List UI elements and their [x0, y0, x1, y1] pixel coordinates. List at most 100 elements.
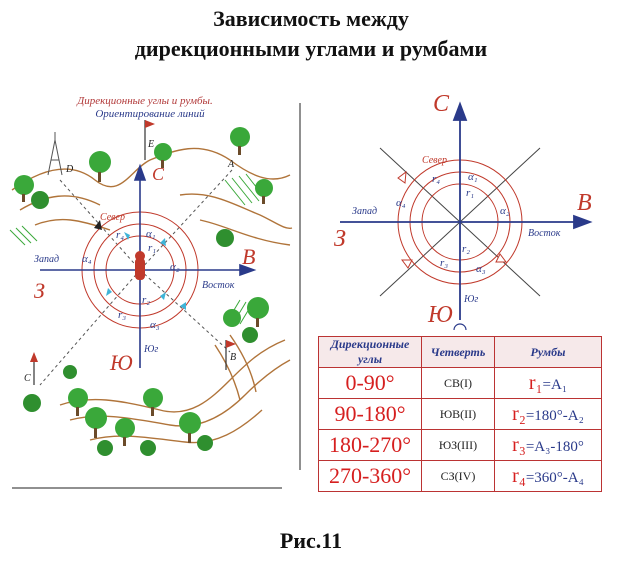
- right-angle-a3: α₃: [476, 263, 486, 275]
- tree: [197, 435, 213, 451]
- cell-rumb: r₃=А₃-180°: [494, 429, 602, 461]
- right-big-v: В: [577, 190, 592, 216]
- cell-angle: 0-90°: [318, 367, 422, 399]
- point-label-d: D: [65, 164, 74, 175]
- tree: [143, 388, 163, 416]
- right-rumb-r2: r₂: [462, 243, 470, 255]
- cell-rumb: r₄=360°-А₄: [494, 460, 602, 492]
- arc-arrows: [106, 232, 186, 310]
- angle-a1: α₁: [146, 228, 156, 240]
- dir-north: Север: [100, 212, 125, 223]
- cell-angle: 180-270°: [318, 429, 422, 461]
- right-rumb-r1: r₁: [466, 187, 474, 199]
- north-letter-c: C: [152, 164, 165, 184]
- title-line-1: Зависимость между: [213, 6, 409, 31]
- header-quarter: Четверть: [421, 336, 495, 368]
- right-dir-north: Север: [422, 155, 447, 166]
- table-row: 90-180° ЮВ(II) r₂=180°-А₂: [318, 398, 602, 430]
- point-label-c: C: [24, 373, 31, 384]
- point-label-b: B: [230, 352, 236, 363]
- dir-west: Запад: [34, 254, 59, 265]
- rumb-r4: r₄: [116, 229, 124, 241]
- point-label-e: E: [147, 139, 154, 150]
- tree: [247, 297, 269, 327]
- right-big-yu: Ю: [427, 302, 453, 328]
- south-arch: [453, 323, 467, 331]
- header-rumbs: Румбы: [494, 336, 602, 368]
- left-heading-2: Ориентирование линий: [95, 108, 205, 120]
- tree: [14, 175, 34, 202]
- tree: [85, 407, 107, 438]
- table-header-row: Дирекционные углы Четверть Румбы: [318, 336, 602, 368]
- right-rumb-r4: r₄: [432, 173, 440, 185]
- rumb-symbol: r₁: [528, 371, 543, 394]
- right-dir-west: Запад: [352, 206, 377, 217]
- right-dir-east: Восток: [528, 228, 561, 239]
- flag-e: [144, 120, 155, 160]
- rumb-r2: r₂: [142, 294, 150, 306]
- rumb-symbol: r₂: [512, 402, 526, 425]
- rumb-r1: r₁: [148, 242, 156, 254]
- tree: [242, 327, 258, 343]
- cell-quarter: СЗ(IV): [421, 460, 495, 492]
- rumb-formula: =180°-А₂: [525, 407, 584, 424]
- figure-caption: Рис.11: [279, 528, 343, 553]
- big-letter-v: В: [242, 244, 255, 269]
- rumb-formula: =А₁: [542, 376, 568, 393]
- rumb-symbol: r₃: [512, 433, 526, 456]
- tree: [154, 143, 172, 168]
- rumb-symbol: r₄: [512, 464, 526, 487]
- rumb-formula: =А₃-180°: [525, 438, 584, 455]
- cell-rumb: r₁=А₁: [494, 367, 602, 399]
- big-letter-yu: Ю: [109, 350, 133, 375]
- rumb-formula: =360°-А₄: [525, 469, 584, 486]
- tree: [97, 440, 113, 456]
- right-angle-a2: α₂: [500, 205, 510, 217]
- flag-c: [30, 352, 38, 385]
- rumb-table: Дирекционные углы Четверть Румбы 0-90° С…: [318, 336, 602, 492]
- tree: [140, 440, 156, 456]
- tree: [89, 151, 111, 182]
- right-big-z: З: [334, 226, 346, 252]
- tree: [179, 412, 201, 443]
- cell-quarter: ЮЗ(III): [421, 429, 495, 461]
- tree: [115, 418, 135, 446]
- angle-a2: α₂: [170, 261, 180, 273]
- right-arc-arrows: [397, 170, 507, 269]
- rumb-r3: r₃: [118, 309, 126, 321]
- tree: [68, 388, 88, 416]
- right-big-c: С: [433, 91, 450, 117]
- header-angles: Дирекционные углы: [318, 336, 422, 368]
- cell-rumb: r₂=180°-А₂: [494, 398, 602, 430]
- table-row: 0-90° СВ(I) r₁=А₁: [318, 367, 602, 399]
- cell-quarter: ЮВ(II): [421, 398, 495, 430]
- cell-angle: 90-180°: [318, 398, 422, 430]
- tree: [31, 191, 49, 209]
- angle-a3: α₃: [150, 319, 160, 331]
- table-row: 270-360° СЗ(IV) r₄=360°-А₄: [318, 460, 602, 492]
- angle-a4: α₄: [82, 253, 92, 265]
- left-heading-1: Дирекционные углы и румбы.: [76, 95, 213, 107]
- big-letter-z: З: [34, 278, 45, 303]
- tree: [216, 229, 234, 247]
- trees: [14, 127, 273, 456]
- right-angle-a1: α₁: [468, 171, 478, 183]
- tower-d: [47, 132, 63, 176]
- tree: [63, 365, 77, 379]
- right-axes: [340, 101, 593, 320]
- title-line-2: дирекционными углами и румбами: [134, 36, 488, 61]
- center-pin: [135, 251, 145, 280]
- cell-quarter: СВ(I): [421, 367, 495, 399]
- arrow-a4-pointer: [94, 220, 102, 230]
- right-dir-south: Юг: [463, 294, 478, 305]
- right-angle-a4: α₄: [396, 197, 406, 209]
- tree: [23, 394, 41, 412]
- flag-b: [225, 340, 236, 370]
- tree: [230, 127, 250, 155]
- point-label-a: A: [227, 159, 235, 170]
- dir-south: Юг: [143, 344, 158, 355]
- dir-east: Восток: [202, 280, 235, 291]
- cell-angle: 270-360°: [318, 460, 422, 492]
